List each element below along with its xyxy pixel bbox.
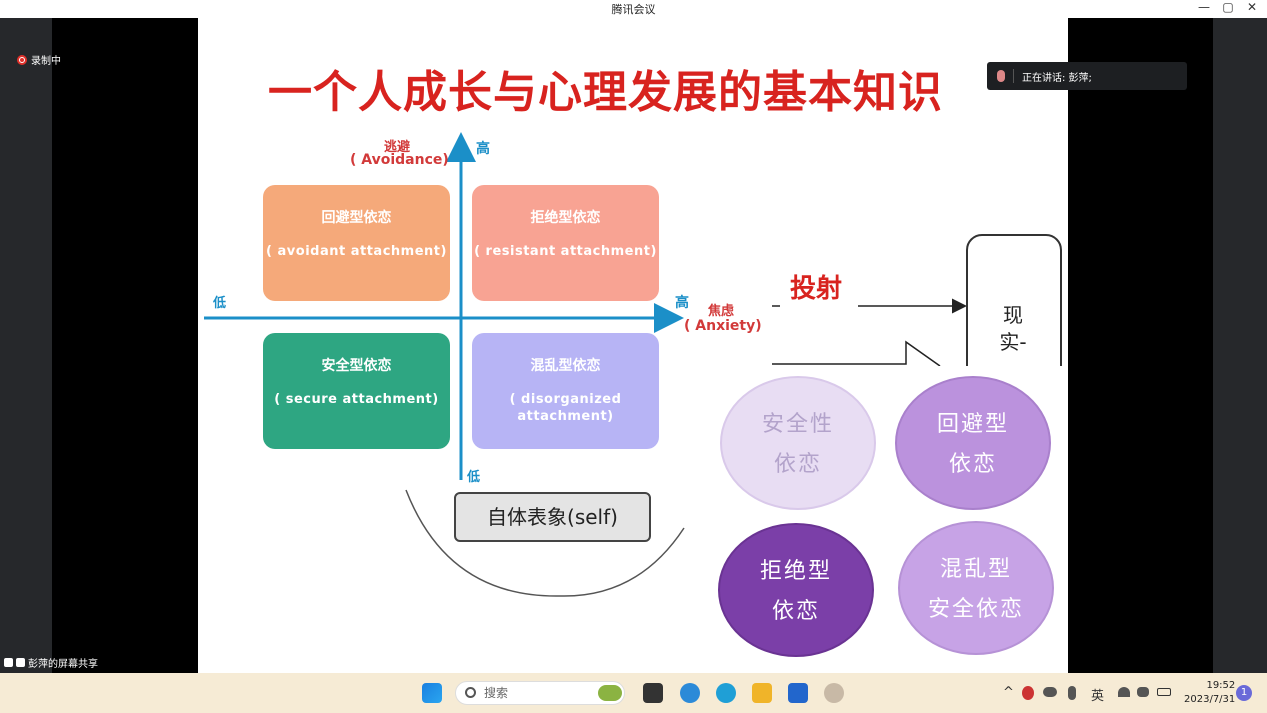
recording-label: 录制中 xyxy=(31,56,61,67)
y-axis-name: 逃避 xyxy=(384,140,411,155)
circle-line1: 混乱型 xyxy=(939,557,1012,582)
title-bar: 腾讯会议 — ▢ ✕ xyxy=(0,0,1267,18)
quadrant-title: 拒绝型依恋 xyxy=(530,210,601,226)
x-axis-name: 焦虑 xyxy=(708,304,735,319)
x-axis-en: ( Anxiety) xyxy=(684,318,762,334)
diagram-lines xyxy=(204,132,967,597)
reality-bracket xyxy=(772,340,941,367)
volume-icon[interactable] xyxy=(1137,687,1149,697)
clock-time: 19:52 xyxy=(1206,680,1236,691)
restore-button[interactable]: ▢ xyxy=(1222,0,1234,14)
search-placeholder: 搜索 xyxy=(484,686,509,700)
share-owner-label: 彭萍的屏幕共享 xyxy=(28,659,98,670)
circle-resistant: 拒绝型 依恋 xyxy=(718,523,874,657)
quadrant-en: ( secure attachment) xyxy=(274,392,439,407)
recording-indicator[interactable]: 录制中 xyxy=(17,52,61,67)
wifi-icon[interactable] xyxy=(1118,687,1130,697)
circle-line2: 依恋 xyxy=(773,452,822,477)
mic-icon xyxy=(997,70,1005,82)
quadrant-disorganized: 混乱型依恋 ( disorganized attachment) xyxy=(472,333,659,449)
window-title: 腾讯会议 xyxy=(611,3,656,16)
clock[interactable]: 19:52 2023/7/31 xyxy=(1184,679,1235,707)
start-icon[interactable] xyxy=(422,683,442,703)
circle-line1: 拒绝型 xyxy=(759,559,832,584)
y-axis-en: ( Avoidance) xyxy=(350,152,449,168)
meeting-stage: 录制中 彭萍的屏幕共享 一个人成长与心理发展的基本知识 xyxy=(0,18,1267,673)
y-axis-high: 高 xyxy=(476,141,490,157)
speaking-indicator: 正在讲话: 彭萍; xyxy=(987,62,1187,90)
speaking-label: 正在讲话: 彭萍; xyxy=(1022,72,1092,84)
close-button[interactable]: ✕ xyxy=(1246,0,1258,14)
file-explorer-icon[interactable] xyxy=(752,683,772,703)
circle-line2: 安全依恋 xyxy=(927,597,1024,622)
microphone-icon[interactable] xyxy=(1068,686,1076,700)
taskbar-search[interactable]: 搜索 xyxy=(455,681,625,705)
screen-share-icon xyxy=(16,658,25,667)
x-axis-high: 高 xyxy=(675,295,689,311)
circle-line2: 依恋 xyxy=(771,599,820,624)
edge-icon[interactable] xyxy=(716,683,736,703)
tencent-meeting-icon[interactable] xyxy=(788,683,808,703)
circle-disorganized: 混乱型 安全依恋 xyxy=(898,521,1054,655)
left-rail xyxy=(0,18,52,673)
projection-label: 投射 xyxy=(790,274,843,304)
ime-indicator[interactable]: 英 xyxy=(1091,689,1105,704)
quadrant-title: 回避型依恋 xyxy=(321,210,392,226)
circle-line1: 安全性 xyxy=(761,412,834,437)
quadrant-title: 安全型依恋 xyxy=(321,358,392,374)
tray-app-icon[interactable] xyxy=(1022,686,1034,700)
notification-badge[interactable]: 1 xyxy=(1236,685,1252,701)
quadrant-resistant: 拒绝型依恋 ( resistant attachment) xyxy=(472,185,659,301)
slide-title: 一个人成长与心理发展的基本知识 xyxy=(268,67,943,118)
self-arc xyxy=(405,489,685,597)
x-axis-low: 低 xyxy=(213,296,227,311)
quadrant-secure: 安全型依恋 ( secure attachment) xyxy=(263,333,450,449)
reality-label: 现实- xyxy=(999,303,1027,354)
clock-date: 2023/7/31 xyxy=(1184,694,1236,705)
circle-avoidant: 回避型 依恋 xyxy=(895,376,1051,510)
quadrant-title: 混乱型依恋 xyxy=(530,358,601,374)
cloud-icon[interactable] xyxy=(1043,687,1057,697)
record-icon xyxy=(17,54,27,65)
mic-icon xyxy=(4,658,13,667)
right-rail xyxy=(1213,18,1267,673)
circle-secure: 安全性 依恋 xyxy=(720,376,876,510)
self-representation-box: 自体表象(self) xyxy=(454,492,651,542)
circle-line1: 回避型 xyxy=(936,412,1009,437)
quadrant-en: ( resistant attachment) xyxy=(474,244,657,259)
circle-line2: 依恋 xyxy=(948,452,997,477)
ie-icon[interactable] xyxy=(680,683,700,703)
quadrant-en: ( avoidant attachment) xyxy=(266,244,447,259)
quadrant-en: ( disorganized attachment) xyxy=(509,392,622,424)
screen-share-label: 彭萍的屏幕共享 xyxy=(4,655,98,670)
tray-chevron-icon[interactable]: ^ xyxy=(1003,685,1014,700)
minimize-button[interactable]: — xyxy=(1198,0,1210,14)
shared-slide: 一个人成长与心理发展的基本知识 逃避 ( Avoidance xyxy=(198,18,1068,673)
y-axis-low: 低 xyxy=(467,470,481,485)
search-icon xyxy=(465,687,476,698)
quadrant-avoidant: 回避型依恋 ( avoidant attachment) xyxy=(263,185,450,301)
taskbar: 搜索 ^ 英 19:52 2023/7/31 1 xyxy=(0,673,1267,713)
task-view-icon[interactable] xyxy=(643,683,663,703)
avocado-icon[interactable] xyxy=(598,685,622,701)
battery-icon[interactable] xyxy=(1157,688,1171,696)
app-icon[interactable] xyxy=(824,683,844,703)
divider xyxy=(1013,69,1014,83)
